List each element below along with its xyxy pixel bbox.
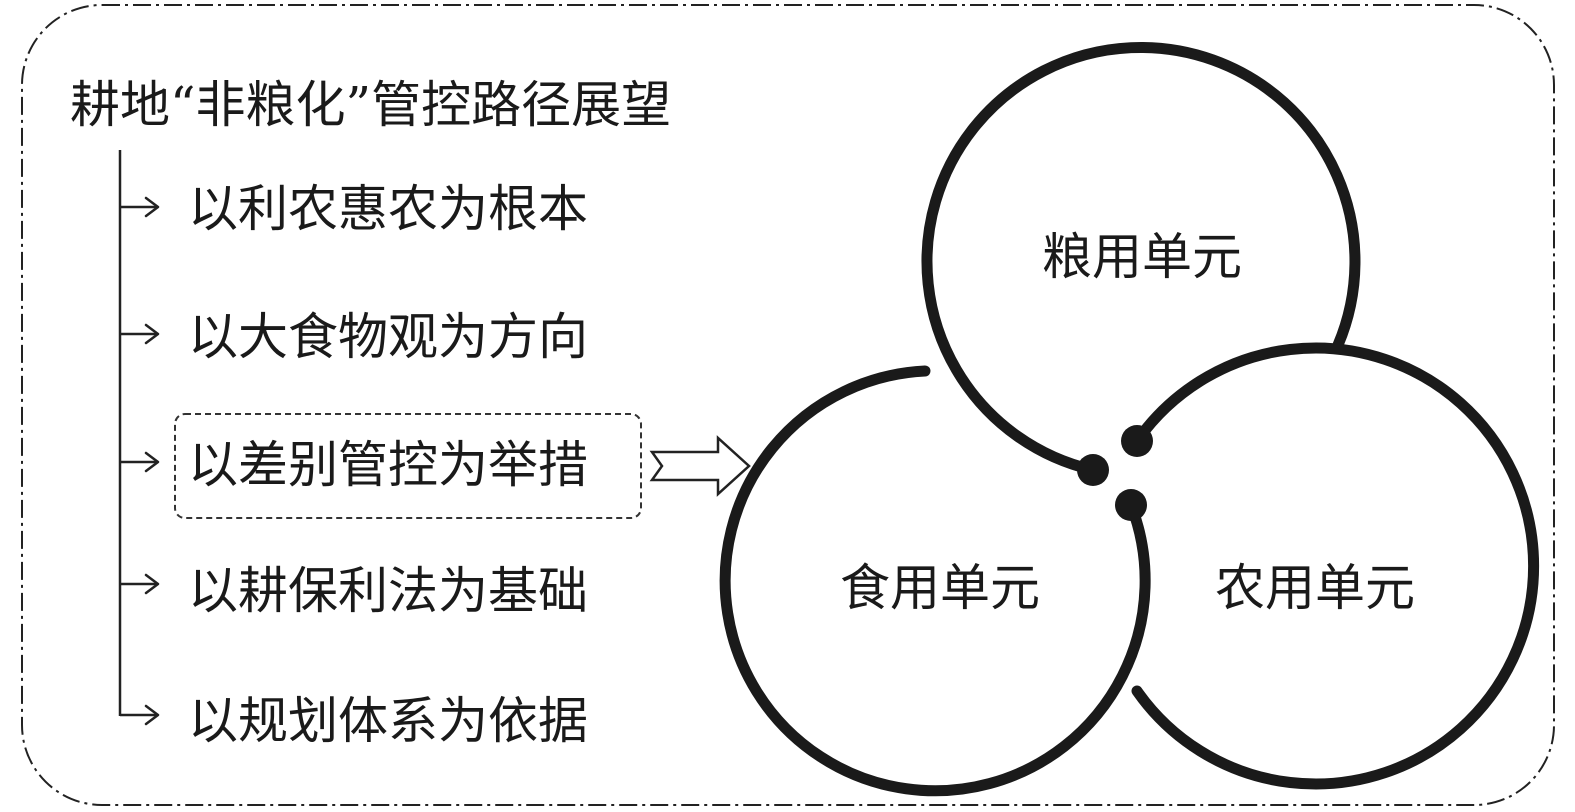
branch-5 <box>120 704 160 726</box>
grain-unit-label: 粮用单元 <box>1042 228 1242 286</box>
food-unit-label: 食用单元 <box>840 559 1040 617</box>
hollow-arrow-icon <box>649 435 751 497</box>
food-ring-end-knob <box>1115 489 1147 521</box>
grain-ring-end-knob <box>1077 454 1109 486</box>
agri-ring-end-knob <box>1121 425 1153 457</box>
grain-unit-ring <box>921 41 1361 476</box>
outer-frame <box>21 4 1555 806</box>
diagram-title: 耕地“非粮化”管控路径展望 <box>70 76 671 134</box>
list-item-5: 以规划体系为依据 <box>188 692 588 750</box>
list-item-2: 以大食物观为方向 <box>188 308 588 366</box>
branch-2 <box>120 323 160 345</box>
list-item-4: 以耕保利法为基础 <box>188 562 588 620</box>
branch-4 <box>120 573 160 595</box>
branch-2-arrow-icon <box>144 323 160 345</box>
agri-unit-label: 农用单元 <box>1215 559 1415 617</box>
branch-3-arrow-icon <box>144 451 160 473</box>
list-item-1: 以利农惠农为根本 <box>188 180 588 238</box>
branch-3 <box>120 451 160 473</box>
branch-5-arrow-icon <box>144 704 160 726</box>
branch-1-arrow-icon <box>144 196 160 218</box>
highlight-box <box>174 413 642 519</box>
branch-1 <box>120 196 160 218</box>
branch-4-arrow-icon <box>144 573 160 595</box>
list-item-3: 以差别管控为举措 <box>188 436 588 494</box>
food-unit-ring <box>719 365 1151 797</box>
agri-unit-ring <box>1131 342 1540 790</box>
